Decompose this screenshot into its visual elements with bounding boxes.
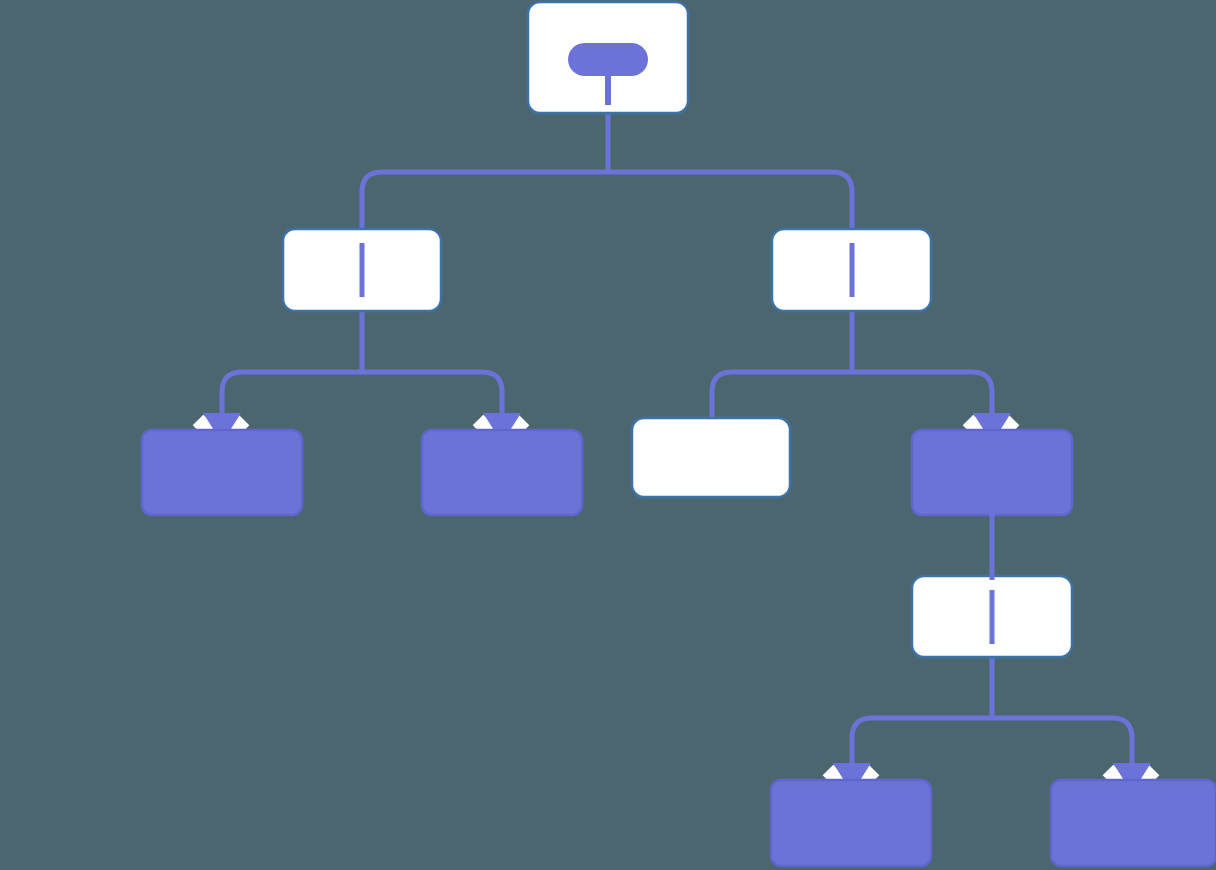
- edge-l2b-to-l3d: [852, 369, 995, 422]
- edge-l2a-to-l3a: [219, 369, 362, 422]
- edge-l2b-to-l3c: [709, 369, 852, 418]
- edge-l4-to-l5a: [849, 715, 992, 772]
- connector-layer: [219, 75, 1135, 772]
- arrowhead-icon: [483, 413, 521, 443]
- node-l5a[interactable]: [769, 778, 933, 868]
- node-root[interactable]: [526, 0, 690, 115]
- node-l2a[interactable]: [281, 227, 443, 313]
- arrowhead-layer: [203, 413, 1151, 793]
- arrowhead-icon: [973, 413, 1011, 443]
- arrowhead-icon: [833, 763, 871, 793]
- node-l4[interactable]: [910, 574, 1074, 659]
- node-l2b[interactable]: [770, 227, 933, 313]
- node-l3c[interactable]: [630, 416, 792, 499]
- node-layer: [140, 0, 1216, 868]
- edge-l2a-to-l3b: [362, 369, 505, 422]
- edge-root-to-l2b: [608, 169, 855, 229]
- node-l3d[interactable]: [910, 428, 1074, 517]
- arrowhead-icon: [1113, 763, 1151, 793]
- edge-root-to-l2a: [359, 169, 608, 229]
- node-root-pill: [568, 43, 648, 76]
- node-l3b[interactable]: [420, 428, 584, 517]
- edge-l4-to-l5b: [992, 715, 1135, 772]
- node-l3a[interactable]: [140, 428, 304, 517]
- node-l5b[interactable]: [1049, 778, 1216, 868]
- arrowhead-icon: [203, 413, 241, 443]
